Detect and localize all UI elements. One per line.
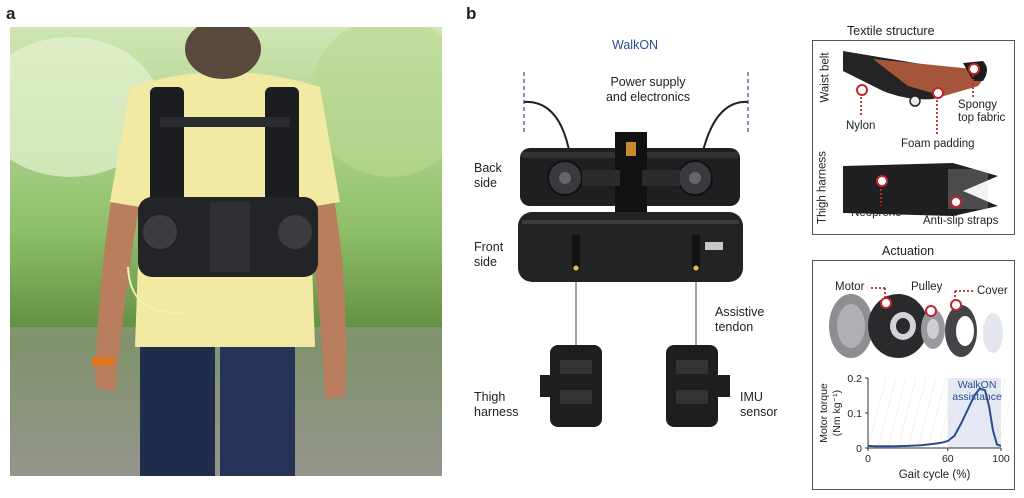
hatch-line xyxy=(887,377,907,449)
thigh-harness-label: Thigh harness xyxy=(816,151,829,224)
thigh-label: Thigh harness xyxy=(474,390,518,420)
cover-label: Cover xyxy=(977,285,1008,297)
hatch-line xyxy=(907,377,927,449)
y-tick-label: 0.1 xyxy=(847,408,862,420)
textile-box: Waist belt Thigh harness Nylon Foam padd… xyxy=(812,40,1015,235)
waist-belt-label: Waist belt xyxy=(819,52,832,103)
antislip-label: Anti-slip straps xyxy=(923,215,999,227)
nylon-marker xyxy=(856,84,868,96)
motor-label: Motor xyxy=(835,281,865,293)
hatch-line xyxy=(917,377,937,449)
hatch-line xyxy=(947,377,967,449)
foam-marker xyxy=(932,87,944,99)
y-axis-label-line1: Motor torque xyxy=(818,383,830,443)
device-name-label: WalkON xyxy=(612,38,659,52)
foam-label: Foam padding xyxy=(901,138,975,150)
textile-title: Textile structure xyxy=(847,24,935,38)
actuation-illustration xyxy=(829,287,1003,358)
nylon-label: Nylon xyxy=(846,120,876,132)
tendon-line2: tendon xyxy=(715,320,754,334)
back-side-line1: Back xyxy=(474,161,502,175)
x-tick-label: 0 xyxy=(865,453,871,465)
cover-marker xyxy=(950,299,962,311)
panel-b-letter: b xyxy=(466,4,477,23)
pulley-marker xyxy=(925,305,937,317)
y-tick-label: 0.2 xyxy=(847,373,862,385)
tendon-line1: Assistive xyxy=(715,305,765,319)
x-axis-label: Gait cycle (%) xyxy=(899,469,971,481)
power-label: Power supply and electronics xyxy=(604,75,692,105)
back-side-line2: side xyxy=(474,176,497,190)
power-label-line2: and electronics xyxy=(605,90,691,104)
hatch-line xyxy=(937,377,957,449)
panel-a-photo xyxy=(10,27,442,476)
imu-line2: sensor xyxy=(740,405,778,419)
spongy-line2: top fabric xyxy=(958,112,1006,124)
hatch-line xyxy=(977,377,997,449)
hatch-line xyxy=(867,377,887,449)
neoprene-marker xyxy=(876,175,888,187)
actuation-title: Actuation xyxy=(882,244,935,258)
y-axis-label-line2: (Nm kg⁻¹) xyxy=(831,390,843,436)
back-side-label: Back side xyxy=(474,161,502,191)
front-side-line1: Front xyxy=(474,240,504,254)
hatch-line xyxy=(927,377,947,449)
power-label-line1: Power supply xyxy=(610,75,686,89)
tendon-label: Assistive tendon xyxy=(715,305,764,335)
hatch-line xyxy=(877,377,897,449)
panel-a-letter: a xyxy=(6,4,16,23)
spongy-marker xyxy=(968,63,980,75)
pulley-label: Pulley xyxy=(911,281,943,293)
annotation-line1: WalkON xyxy=(958,379,997,391)
spongy-line1: Spongy xyxy=(958,99,998,111)
hatch-line xyxy=(897,377,917,449)
motor-marker xyxy=(880,297,892,309)
front-side-label: Front side xyxy=(474,240,503,270)
neoprene-label: Neoprene xyxy=(851,207,902,219)
thigh-line1: Thigh xyxy=(474,390,506,404)
hatch-line xyxy=(987,377,1007,449)
annotation-line2: assistance xyxy=(952,391,1002,403)
thigh-line2: harness xyxy=(474,405,519,419)
y-tick-label: 0 xyxy=(856,443,862,455)
spongy-label: Spongy top fabric xyxy=(958,99,1005,125)
antislip-marker xyxy=(950,196,962,208)
front-side-line2: side xyxy=(474,255,497,269)
torque-line xyxy=(867,387,1002,448)
imu-label: IMU sensor xyxy=(740,390,778,420)
walkon-device-illustration xyxy=(518,72,749,427)
hatch-line xyxy=(997,384,1014,449)
walking-person-illustration xyxy=(10,27,442,476)
x-tick-label: 60 xyxy=(942,453,954,465)
x-tick-label: 100 xyxy=(992,453,1010,465)
imu-line1: IMU xyxy=(740,390,763,404)
